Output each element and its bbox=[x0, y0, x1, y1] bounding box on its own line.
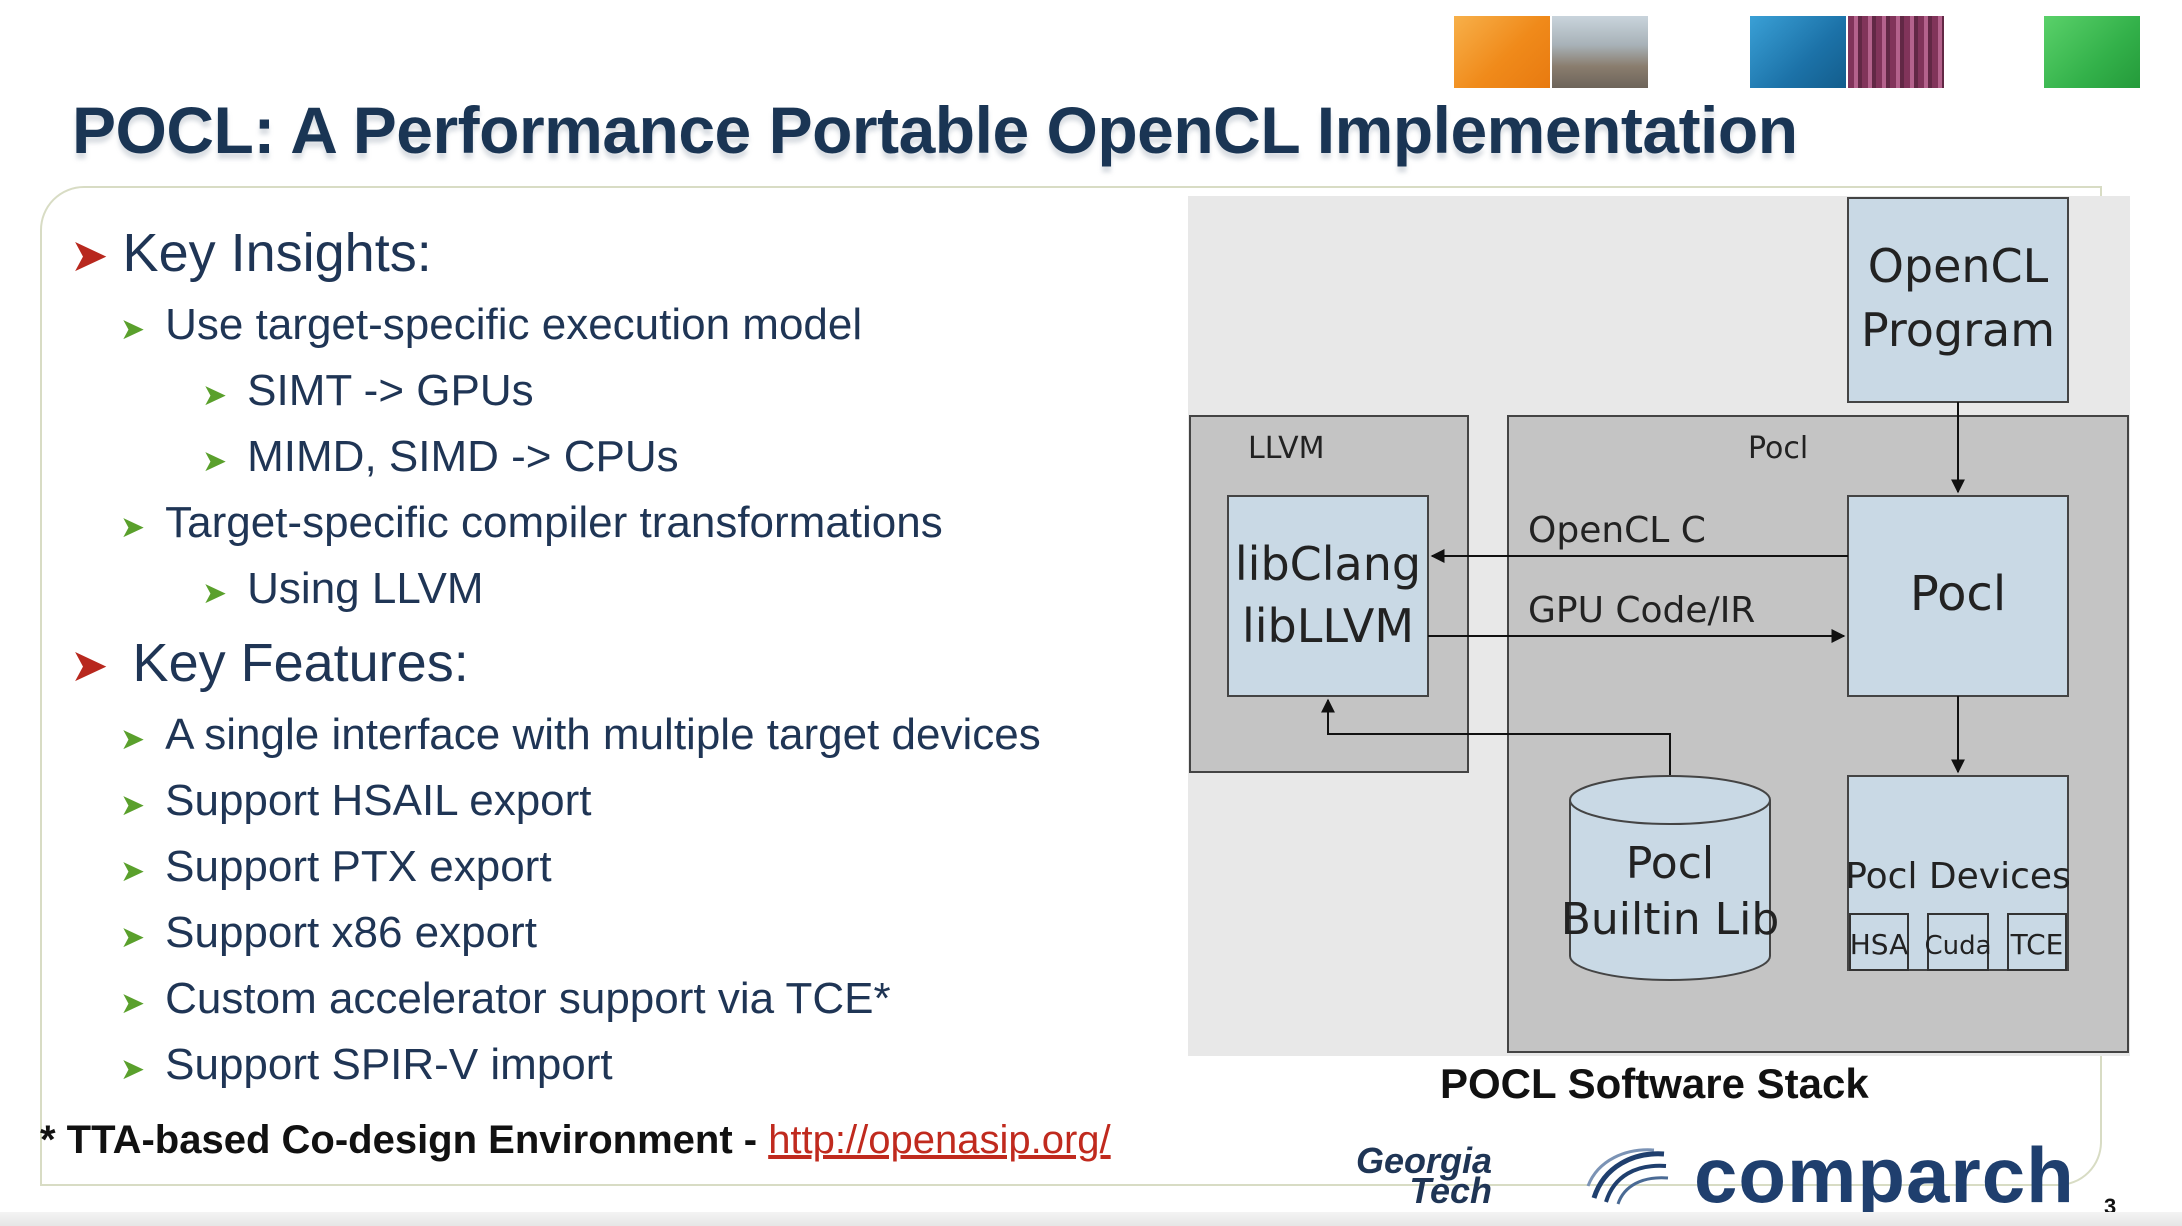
bullet-item: ➤MIMD, SIMD -> CPUs bbox=[202, 432, 679, 481]
openasip-link[interactable]: http://openasip.org/ bbox=[768, 1118, 1111, 1162]
opencl-program-box bbox=[1847, 197, 2069, 403]
arrow-gpu-code-label: GPU Code/IR bbox=[1528, 590, 1755, 631]
bullet-item: ➤Target-specific compiler transformation… bbox=[120, 498, 943, 547]
arrow-bullet-icon: ➤ bbox=[70, 639, 109, 691]
builtin-lib-line2: Builtin Lib bbox=[1561, 894, 1780, 945]
bullet-item: ➤Support SPIR-V import bbox=[120, 1040, 613, 1089]
header-tile-orange bbox=[1454, 16, 1550, 88]
pocl-stack-svg: LLVM Pocl OpenCL Program libClang libLLV… bbox=[1188, 196, 2130, 1056]
opencl-program-line2: Program bbox=[1861, 303, 2055, 357]
arrow-bullet-icon: ➤ bbox=[202, 577, 228, 610]
arrow-bullet-icon: ➤ bbox=[70, 229, 109, 281]
llvm-label: LLVM bbox=[1248, 431, 1325, 466]
bullet-item: ➤Support HSAIL export bbox=[120, 776, 592, 825]
device-hsa-label: HSA bbox=[1850, 928, 1909, 961]
footnote: * TTA-based Co-design Environment - http… bbox=[40, 1118, 1111, 1162]
opencl-program-line1: OpenCL bbox=[1868, 239, 2049, 293]
bullet-item: ➤SIMT -> GPUs bbox=[202, 366, 534, 415]
bullet-key-features: ➤Key Features: bbox=[70, 633, 469, 693]
pocl-label: Pocl bbox=[1748, 431, 1808, 466]
pocl-stack-diagram: LLVM Pocl OpenCL Program libClang libLLV… bbox=[1188, 196, 2130, 1056]
arrow-bullet-icon: ➤ bbox=[120, 789, 146, 822]
device-tce-box bbox=[2007, 913, 2067, 971]
header-tile-chip bbox=[1848, 16, 1944, 88]
libllvm-label: libLLVM bbox=[1242, 599, 1414, 653]
device-hsa-box bbox=[1849, 913, 1909, 971]
arrow-bullet-icon: ➤ bbox=[120, 511, 146, 544]
header-tile-green bbox=[2044, 16, 2140, 88]
arrow-bullet-icon: ➤ bbox=[120, 987, 146, 1020]
libclang-llvm-box bbox=[1227, 495, 1429, 697]
device-tce-label: TCE bbox=[2010, 928, 2064, 961]
device-cuda-box bbox=[1927, 913, 1989, 971]
arrow-opencl-c-label: OpenCL C bbox=[1528, 510, 1706, 551]
header-tile-blue bbox=[1750, 16, 1846, 88]
arrow-bullet-icon: ➤ bbox=[120, 855, 146, 888]
pocl-box-label: Pocl bbox=[1910, 566, 2006, 622]
bullet-item: ➤Using LLVM bbox=[202, 564, 484, 613]
georgia-tech-logo: Georgia Tech bbox=[1356, 1140, 1493, 1211]
bullet-item: ➤Support PTX export bbox=[120, 842, 552, 891]
arrow-bullet-icon: ➤ bbox=[120, 921, 146, 954]
arrow-bullet-icon: ➤ bbox=[202, 379, 228, 412]
pocl-devices-label: Pocl Devices bbox=[1845, 856, 2071, 897]
header-tile-photo bbox=[1552, 16, 1648, 88]
device-cuda-label: Cuda bbox=[1924, 931, 1991, 961]
bullet-item: ➤Support x86 export bbox=[120, 908, 537, 957]
bullet-key-insights: ➤Key Insights: bbox=[70, 223, 432, 283]
arrow-bullet-icon: ➤ bbox=[202, 445, 228, 478]
builtin-lib-cylinder-body bbox=[1569, 800, 1771, 981]
arrow-bullet-icon: ➤ bbox=[120, 1053, 146, 1086]
pocl-box bbox=[1847, 495, 2069, 697]
builtin-lib-line1: Pocl bbox=[1626, 838, 1714, 889]
arrow-bullet-icon: ➤ bbox=[120, 313, 146, 346]
builtin-lib-cylinder-top bbox=[1569, 775, 1771, 825]
arrow-builtin-to-llvm bbox=[1321, 698, 1671, 782]
bottom-bar bbox=[0, 1212, 2182, 1226]
bullet-item: ➤Custom accelerator support via TCE* bbox=[120, 974, 891, 1023]
comparch-swirl-icon bbox=[1586, 1148, 1669, 1205]
diagram-caption: POCL Software Stack bbox=[1440, 1060, 1869, 1107]
slide-title: POCL: A Performance Portable OpenCL Impl… bbox=[72, 93, 1798, 167]
libclang-label: libClang bbox=[1235, 537, 1421, 591]
bullet-item: ➤Use target-specific execution model bbox=[120, 300, 863, 349]
comparch-logo: comparch bbox=[1694, 1131, 2075, 1219]
bullet-item: ➤A single interface with multiple target… bbox=[120, 710, 1041, 759]
arrow-bullet-icon: ➤ bbox=[120, 723, 146, 756]
